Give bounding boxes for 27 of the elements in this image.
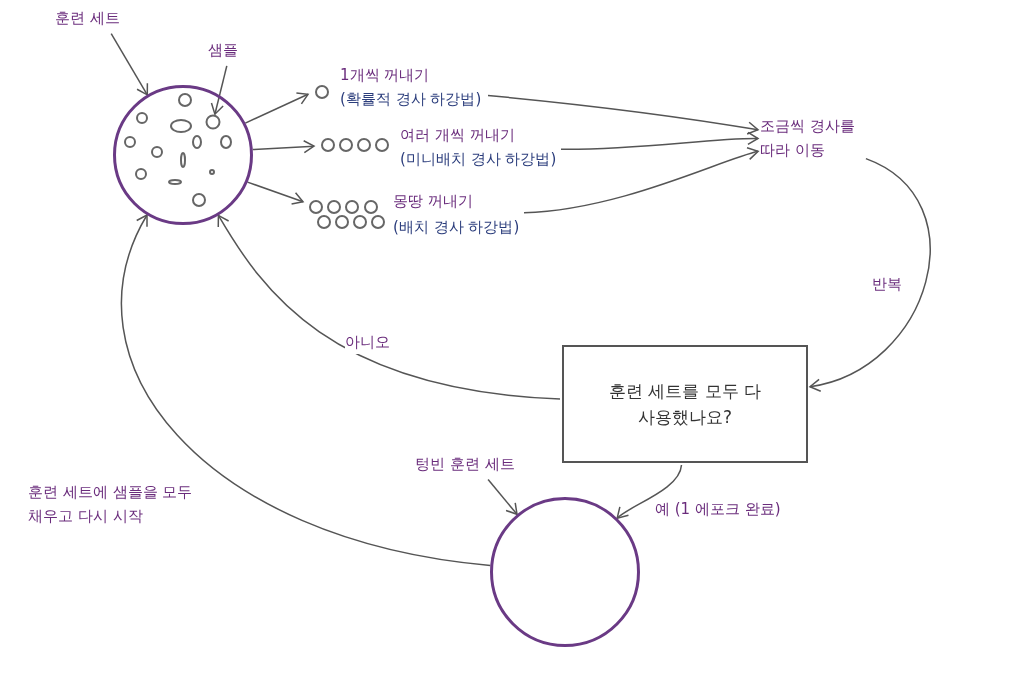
empty-set-circle	[490, 497, 640, 647]
leader-line	[110, 32, 149, 96]
leader-line	[487, 478, 518, 516]
callout-label: 훈련 세트	[55, 6, 150, 32]
leader-line	[210, 65, 228, 115]
arrow	[244, 92, 309, 124]
callout-label: 샘플	[208, 38, 253, 64]
arrow	[217, 214, 561, 400]
arrow	[560, 131, 759, 150]
method-note: (확률적 경사 하강법)	[340, 89, 482, 110]
decision-box: 훈련 세트를 모두 다 사용했나요?	[562, 345, 808, 463]
training-set-circle	[113, 85, 253, 225]
step-label: 조금씩 경사를 따라 이동	[760, 114, 864, 164]
method-label: 여러 개씩 꺼내기	[400, 125, 515, 146]
callout-label: 텅빈 훈련 세트	[415, 452, 537, 478]
method-note: (미니배치 경사 하강법)	[400, 149, 557, 170]
arrow	[523, 147, 759, 214]
arrow	[809, 157, 931, 391]
arrow	[121, 214, 492, 567]
method-label: 1개씩 꺼내기	[340, 65, 430, 86]
method-label: 몽땅 꺼내기	[393, 191, 473, 212]
arrow	[252, 140, 315, 154]
arrow	[487, 94, 759, 135]
method-note: (배치 경사 하강법)	[393, 217, 520, 238]
arrow	[616, 464, 683, 519]
sample-circle	[205, 114, 221, 130]
arrow	[246, 181, 304, 205]
